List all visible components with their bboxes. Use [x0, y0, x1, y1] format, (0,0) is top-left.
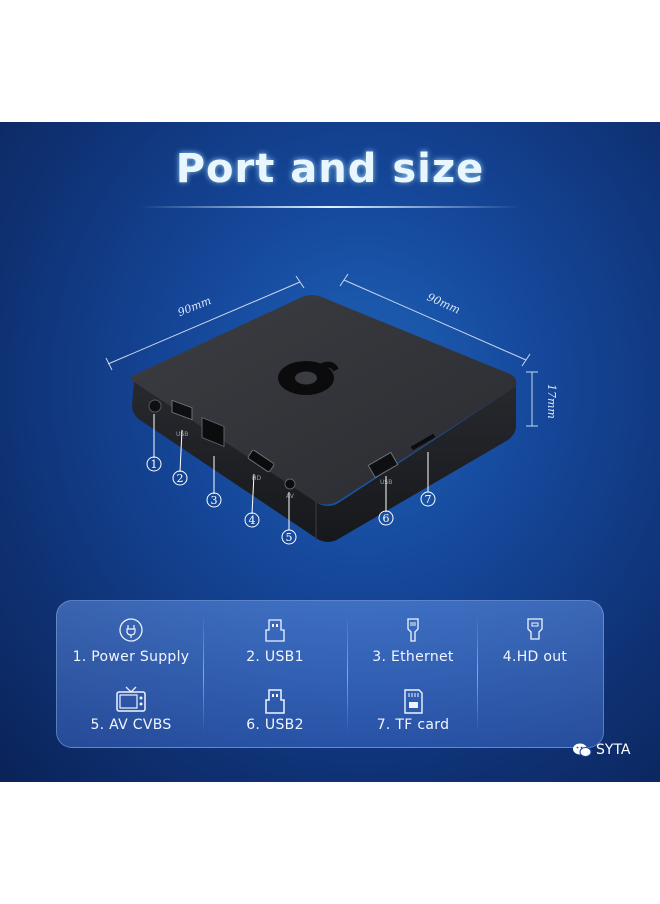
ethernet-icon [407, 618, 419, 642]
callouts [153, 414, 429, 530]
legend-label: 1. Power Supply [72, 649, 190, 665]
marker-3: 3 [211, 494, 218, 507]
legend-item-power: 1. Power Supply [61, 617, 201, 665]
svg-text:AV: AV [286, 493, 295, 500]
legend-item-hdmi: 4.HD out [465, 617, 605, 665]
legend-label: 5. AV CVBS [90, 717, 172, 733]
legend-label: 6. USB2 [246, 717, 304, 733]
legend-label: 3. Ethernet [372, 649, 454, 665]
depth-dimension: 90mm [425, 291, 462, 317]
title-underline [140, 206, 520, 208]
hdmi-icon [527, 618, 543, 640]
brand-watermark: SYTA [572, 742, 630, 758]
tv-icon [116, 686, 146, 712]
usb-icon [265, 619, 285, 642]
sd-card-icon [404, 689, 423, 714]
legend-label: 2. USB1 [246, 649, 304, 665]
tv-box-illustration: 90mm 90mm 17mm USB HD AV USB [105, 273, 558, 545]
legend-item-tf-card: 7. TF card [343, 687, 483, 733]
marker-4: 4 [249, 514, 256, 527]
marker-7: 7 [425, 493, 432, 506]
brand-logo [278, 361, 339, 395]
legend-item-av: 5. AV CVBS [61, 685, 201, 733]
legend-item-ethernet: 3. Ethernet [343, 617, 483, 665]
height-dimension: 17mm [545, 384, 558, 419]
page-title: Port and size [175, 146, 485, 192]
box-top [130, 295, 517, 505]
marker-1: 1 [151, 458, 158, 471]
product-banner: Port and size 90mm 90mm 17mm [0, 122, 660, 782]
brand-name: SYTA [596, 742, 631, 758]
port-legend-panel: 1. Power Supply 2. USB1 3. Ethernet 4.HD… [56, 600, 604, 748]
wechat-icon [573, 743, 592, 757]
marker-5: 5 [286, 531, 293, 544]
svg-text:HD: HD [252, 475, 262, 482]
power-plug-icon [119, 618, 143, 642]
dimension-lines [105, 273, 538, 427]
legend-label: 4.HD out [502, 649, 568, 665]
legend-label: 7. TF card [376, 717, 450, 733]
legend-item-usb1: 2. USB1 [205, 617, 345, 665]
usb-icon [265, 689, 285, 714]
box-sides [132, 382, 516, 542]
legend-item-usb2: 6. USB2 [205, 687, 345, 733]
width-dimension: 90mm [176, 294, 213, 319]
marker-numbers: 1 2 3 4 5 6 7 [151, 458, 432, 544]
marker-2: 2 [177, 472, 184, 485]
marker-circles [146, 456, 436, 545]
marker-6: 6 [383, 512, 390, 525]
port-details [148, 399, 436, 490]
